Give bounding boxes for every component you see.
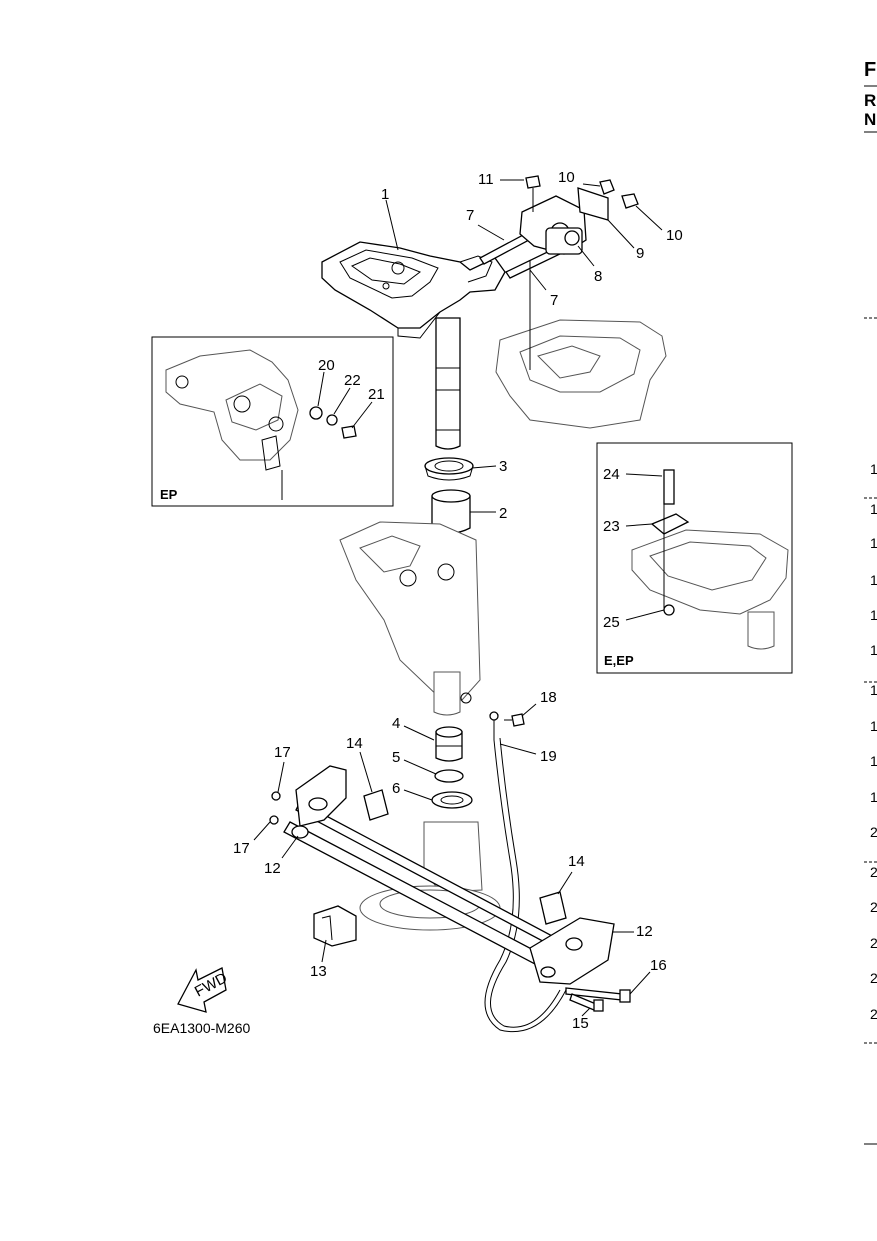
svg-text:1: 1 [870, 535, 877, 551]
bolt-15 [569, 993, 604, 1012]
swivel-bracket-ghost [339, 521, 481, 716]
svg-text:1: 1 [870, 753, 877, 769]
diagram-code: 6EA1300-M260 [153, 1020, 251, 1036]
label-17-lower: 17 [233, 840, 250, 857]
edge-letter-r: R [864, 91, 876, 110]
label-12-upper: 12 [264, 860, 281, 877]
right-edge-fragments: F R N 1 1 1 1 1 1 1 1 1 1 2 2 2 2 2 2 [864, 59, 877, 1145]
fwd-arrow-icon: FWD [177, 967, 230, 1013]
bushing-3 [424, 457, 474, 481]
label-14-upper: 14 [346, 735, 363, 752]
leader-lines [253, 179, 665, 1017]
label-5: 5 [392, 749, 400, 766]
part-labels: 1 2 3 4 5 6 7 7 8 9 10 10 11 12 12 13 14… [233, 169, 683, 1032]
mount-bracket-12-lower [529, 917, 615, 985]
label-18: 18 [540, 689, 557, 706]
label-4: 4 [392, 715, 400, 732]
label-17-upper: 17 [274, 744, 291, 761]
label-24: 24 [603, 466, 620, 483]
label-7-lower: 7 [550, 292, 558, 309]
svg-text:1: 1 [870, 461, 877, 477]
svg-text:1: 1 [870, 718, 877, 734]
label-11: 11 [478, 171, 494, 188]
rubber-mount-14-lower [539, 891, 567, 925]
svg-text:2: 2 [870, 824, 877, 840]
seal-6 [431, 791, 473, 809]
svg-text:1: 1 [870, 607, 877, 623]
steering-arm [321, 241, 506, 339]
label-14-lower: 14 [568, 853, 585, 870]
mount-bracket-12-upper [269, 765, 347, 839]
label-10-lower: 10 [666, 227, 683, 244]
label-25: 25 [603, 614, 620, 631]
svg-text:2: 2 [870, 970, 877, 986]
label-9: 9 [636, 245, 644, 262]
rubber-mount-14-upper [363, 789, 389, 821]
svg-text:2: 2 [870, 1006, 877, 1022]
svg-text:2: 2 [870, 935, 877, 951]
label-19: 19 [540, 748, 557, 765]
label-1: 1 [381, 186, 389, 203]
edge-letter-f: F [864, 59, 876, 81]
label-16: 16 [650, 957, 667, 974]
o-ring-5 [434, 769, 464, 783]
label-20: 20 [318, 357, 335, 374]
label-15: 15 [572, 1015, 589, 1032]
label-2: 2 [499, 505, 507, 522]
bushing-4 [435, 726, 463, 762]
label-13: 13 [310, 963, 327, 980]
svg-text:1: 1 [870, 682, 877, 698]
mount-cover-13 [313, 905, 357, 947]
bottom-cowling-ghost [495, 260, 667, 429]
inset-ep: EP [151, 336, 394, 507]
label-3: 3 [499, 458, 507, 475]
bolt-16 [565, 987, 631, 1003]
inset-ep-tag: EP [160, 487, 178, 502]
svg-text:1: 1 [870, 572, 877, 588]
inset-e-ep-tag: E,EP [604, 653, 634, 668]
label-22: 22 [344, 372, 361, 389]
svg-text:2: 2 [870, 899, 877, 915]
label-8: 8 [594, 268, 602, 285]
svg-text:1: 1 [870, 789, 877, 805]
svg-text:1: 1 [870, 642, 877, 658]
steering-shaft [435, 317, 461, 450]
inset-e-ep: E,EP [596, 442, 793, 674]
upper-mount-assembly [519, 175, 639, 255]
label-7-upper: 7 [466, 207, 474, 224]
bushing-2 [431, 489, 471, 534]
label-21: 21 [368, 386, 385, 403]
label-23: 23 [603, 518, 620, 535]
label-6: 6 [392, 780, 400, 797]
label-12-lower: 12 [636, 923, 653, 940]
svg-text:1: 1 [870, 501, 877, 517]
svg-text:2: 2 [870, 864, 877, 880]
label-10-upper: 10 [558, 169, 575, 186]
edge-letter-n: N [864, 110, 876, 129]
